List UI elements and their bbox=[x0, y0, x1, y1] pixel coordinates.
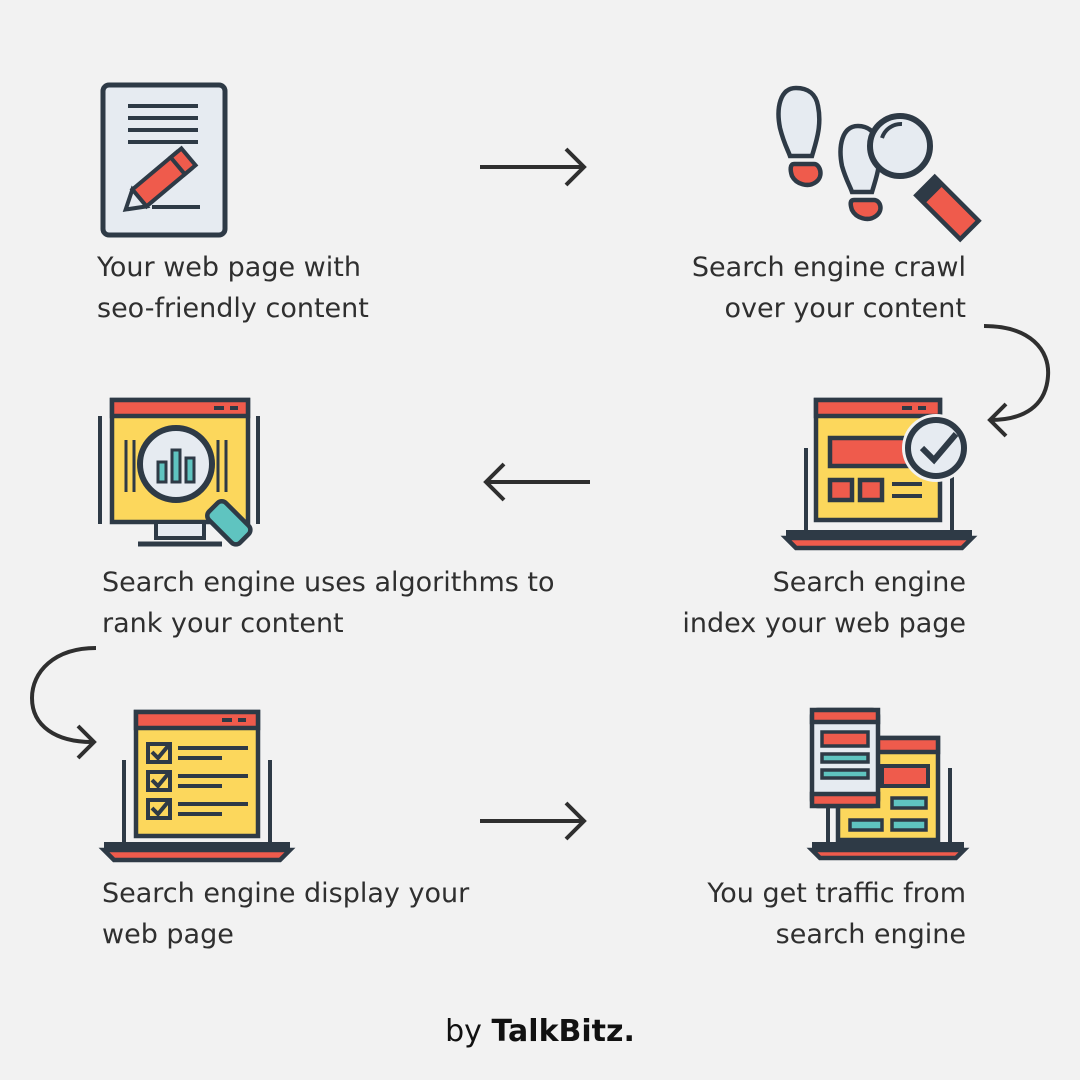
devices-traffic-icon bbox=[806, 707, 970, 861]
step-3-line-2: index your web page bbox=[682, 608, 966, 639]
step-4-line-2: rank your content bbox=[102, 608, 344, 639]
step-4-line-1: Search engine uses algorithms to bbox=[102, 567, 555, 598]
brand-name: TalkBitz bbox=[491, 1014, 624, 1049]
footsteps-search-icon bbox=[776, 85, 982, 243]
step-1-text: Your web page with seo-friendly content bbox=[97, 247, 369, 329]
step-6-line-1: You get traffic from bbox=[707, 878, 966, 909]
monitor-analytics-icon bbox=[98, 397, 260, 547]
credit-prefix: by bbox=[445, 1014, 482, 1049]
step-4-text: Search engine uses algorithms to rank yo… bbox=[102, 562, 555, 644]
step-6-line-2: search engine bbox=[775, 919, 966, 950]
arrow-left-icon bbox=[483, 462, 590, 502]
curved-arrow-left-side-icon bbox=[29, 646, 97, 760]
step-3-text: Search engine index your web page bbox=[682, 562, 966, 644]
credit-line: by TalkBitz. bbox=[0, 1014, 1080, 1049]
step-5-line-1: Search engine display your bbox=[102, 878, 470, 909]
step-1-line-1: Your web page with bbox=[97, 252, 361, 283]
step-2-text: Search engine crawl over your content bbox=[692, 247, 966, 329]
step-1-line-2: seo-friendly content bbox=[97, 293, 369, 324]
step-5-text: Search engine display your web page bbox=[102, 873, 469, 955]
step-3-line-1: Search engine bbox=[772, 567, 966, 598]
document-edit-icon bbox=[100, 82, 228, 238]
step-6-text: You get traffic from search engine bbox=[707, 873, 966, 955]
laptop-checklist-icon bbox=[98, 709, 296, 863]
brand-dot: . bbox=[623, 1014, 635, 1049]
curved-arrow-right-side-icon bbox=[983, 324, 1051, 438]
arrow-right-icon bbox=[480, 147, 587, 187]
step-2-line-1: Search engine crawl bbox=[691, 252, 966, 283]
arrow-right-icon-bottom bbox=[480, 801, 587, 841]
step-5-line-2: web page bbox=[102, 919, 234, 950]
laptop-check-icon bbox=[780, 397, 978, 551]
step-2-line-2: over your content bbox=[724, 293, 966, 324]
